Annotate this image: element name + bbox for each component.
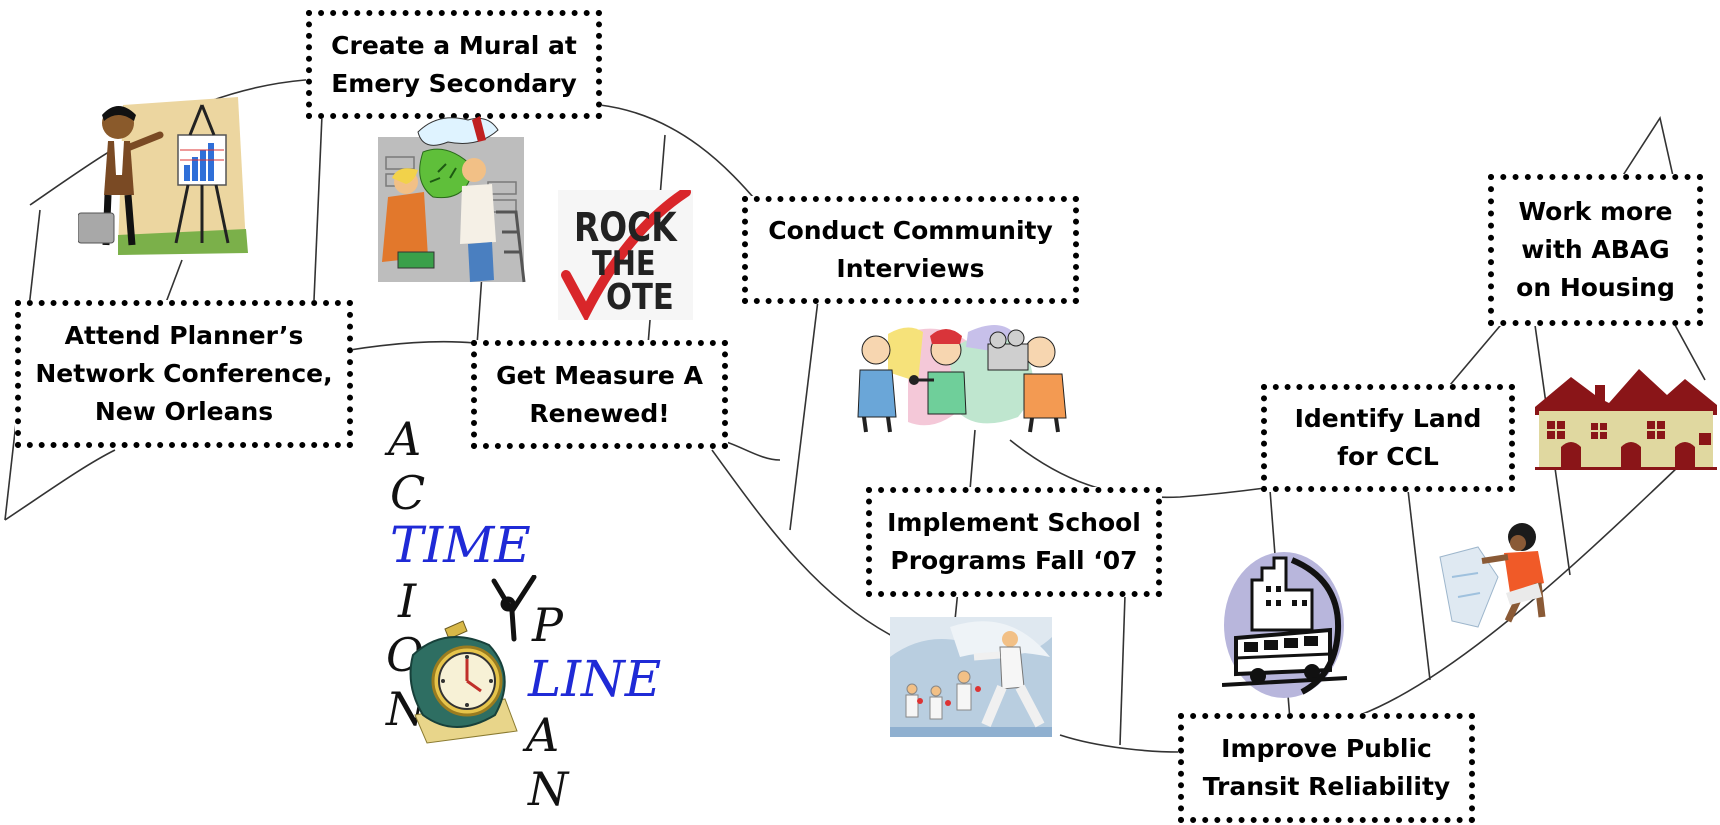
timeline-box-mural: Create a Mural at Emery Secondary [306, 10, 602, 119]
box-line: Transit Reliability [1202, 772, 1451, 801]
alarm-clock-icon [409, 620, 518, 744]
woman-with-map-icon [1439, 523, 1546, 628]
bus-city-icon [1222, 552, 1347, 698]
box-line: Get Measure A [496, 360, 703, 390]
box-line: Interviews [836, 254, 985, 283]
letter-n-plan: N [528, 762, 569, 816]
box-line: Conduct Community [768, 216, 1053, 245]
presenter-with-chart-icon [78, 97, 248, 255]
word-time: TIME [390, 516, 531, 574]
ote-text: OTE [606, 277, 674, 318]
word-line: LINE [528, 650, 662, 708]
letter-c: C [390, 466, 426, 520]
jumping-figure-icon [491, 575, 537, 642]
box-line: Renewed! [529, 398, 670, 428]
timeline-box-measure-a: Get Measure A Renewed! [471, 340, 728, 449]
the-text: THE [592, 244, 656, 284]
rung [313, 114, 323, 301]
ribbon-right-tail [1619, 115, 1706, 381]
action-timeline-plan-title: A C TIME I O N P LINE A N [380, 410, 680, 820]
timeline-box-identify-land: Identify Land for CCL [1261, 384, 1515, 492]
box-line: Work more [1518, 197, 1673, 226]
box-line: Create a Mural at [331, 30, 577, 60]
timeline-box-school-programs: Implement School Programs Fall ‘07 [866, 487, 1162, 597]
box-line: Identify Land [1294, 404, 1482, 433]
timeline-box-planners-conference: Attend Planner’s Network Conference, New… [15, 300, 353, 448]
box-line: New Orleans [94, 397, 274, 426]
timeline-box-abag-housing: Work more with ABAG on Housing [1488, 174, 1703, 326]
timeline-box-public-transit: Improve Public Transit Reliability [1178, 713, 1475, 823]
mural-painting-icon [378, 116, 526, 283]
letter-a: A [388, 412, 422, 466]
vote-checkmark-icon [561, 190, 691, 320]
ribbon-lower-edge [4, 449, 1681, 753]
box-line: on Housing [1516, 273, 1675, 302]
box-line: Programs Fall ‘07 [890, 546, 1138, 575]
letter-p: P [532, 598, 563, 652]
interview-people-icon [857, 325, 1067, 433]
box-line: for CCL [1337, 442, 1439, 471]
martial-arts-icon [890, 617, 1052, 737]
box-line: Emery Secondary [331, 68, 577, 98]
letter-i: I [398, 574, 417, 628]
rock-text: ROCK [574, 205, 677, 251]
houses-icon [1535, 369, 1717, 470]
rock-the-vote-logo: ROCK THE OTE [558, 190, 693, 320]
timeline-box-community-interviews: Conduct Community Interviews [742, 196, 1079, 304]
box-line: Network Conference, [35, 359, 333, 388]
box-line: Implement School [887, 508, 1141, 537]
letter-a-plan: A [526, 708, 560, 762]
box-line: Attend Planner’s [64, 321, 304, 350]
box-line: Improve Public [1221, 734, 1432, 763]
box-line: with ABAG [1521, 235, 1670, 264]
